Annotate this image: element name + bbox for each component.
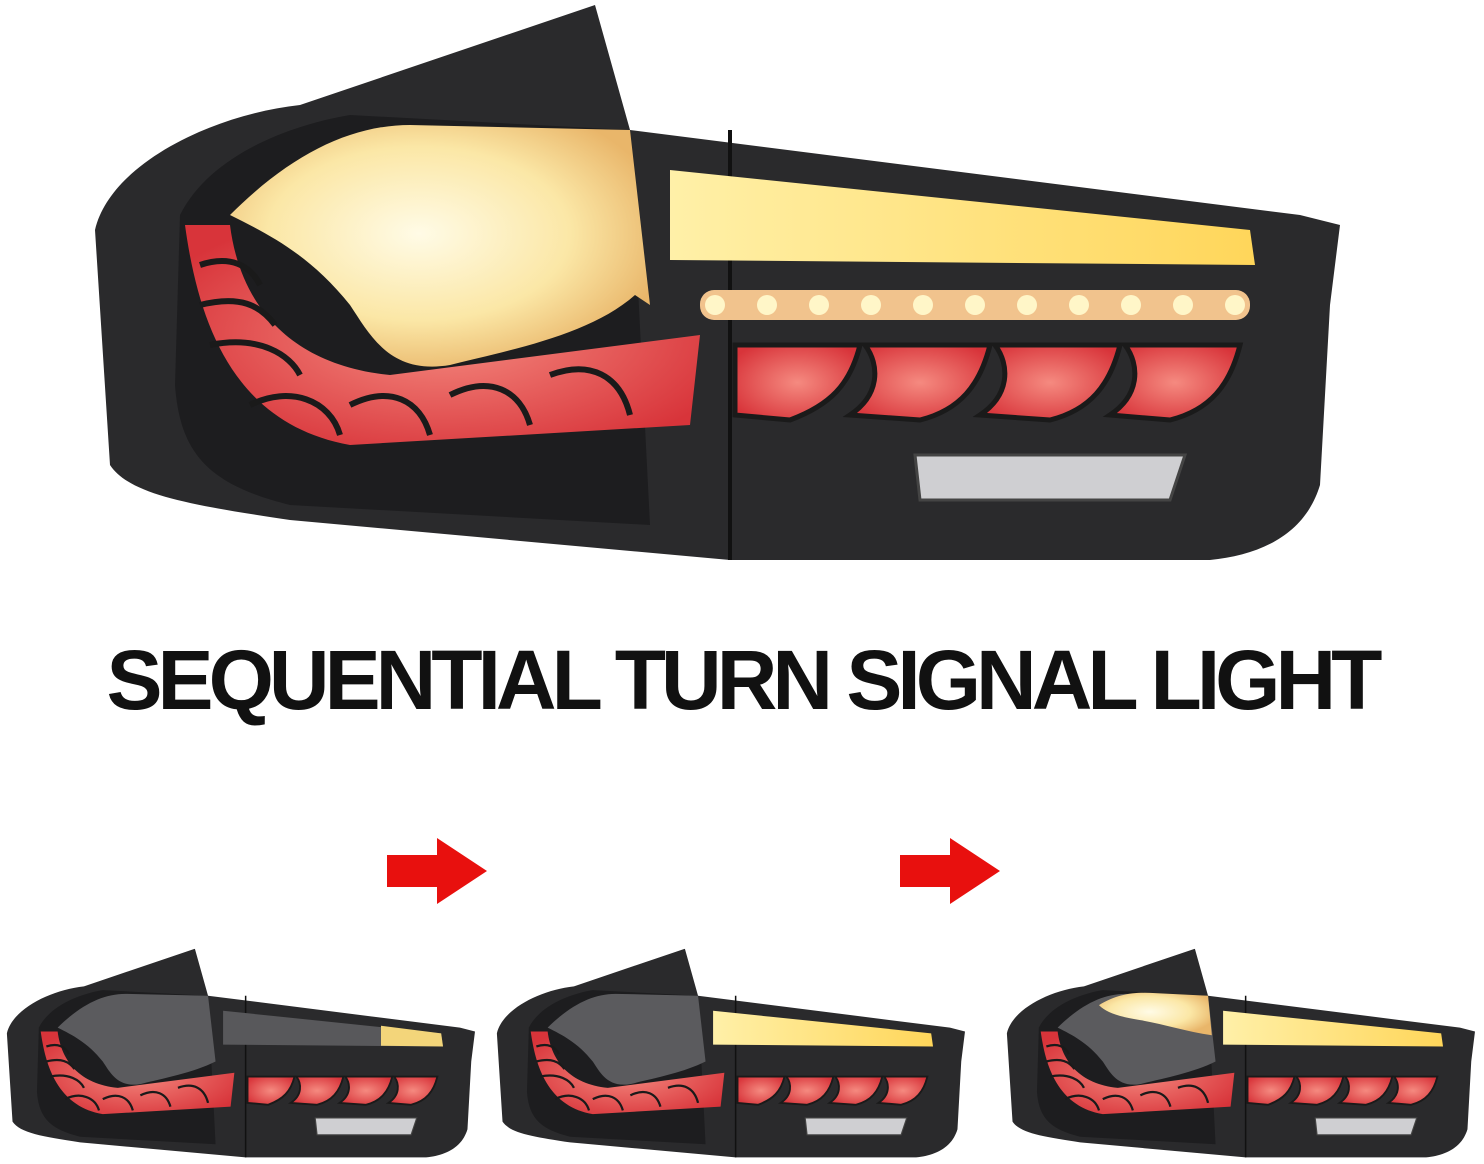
sequence-step-3-image	[1005, 948, 1475, 1160]
upper-amber-lamp	[230, 125, 650, 367]
led-dot	[913, 295, 933, 315]
led-dot	[965, 295, 985, 315]
led-dot	[705, 295, 725, 315]
led-dot	[757, 295, 777, 315]
led-dot	[1173, 295, 1193, 315]
arrow-right-icon	[900, 838, 1000, 904]
sequence-step-1-image	[5, 948, 475, 1160]
headline: SEQUENTIAL TURN SIGNAL LIGHT	[106, 633, 1383, 727]
sequence-step-2-image	[495, 948, 965, 1160]
led-dot	[861, 295, 881, 315]
led-dot	[809, 295, 829, 315]
arrow-right-icon	[387, 838, 487, 904]
led-dots	[700, 290, 1250, 320]
tail-light-main-image	[90, 5, 1340, 565]
led-dot	[1069, 295, 1089, 315]
led-dot	[1121, 295, 1141, 315]
led-dot	[1225, 295, 1245, 315]
led-dot	[1017, 295, 1037, 315]
turn-signal-bar	[670, 170, 1255, 265]
